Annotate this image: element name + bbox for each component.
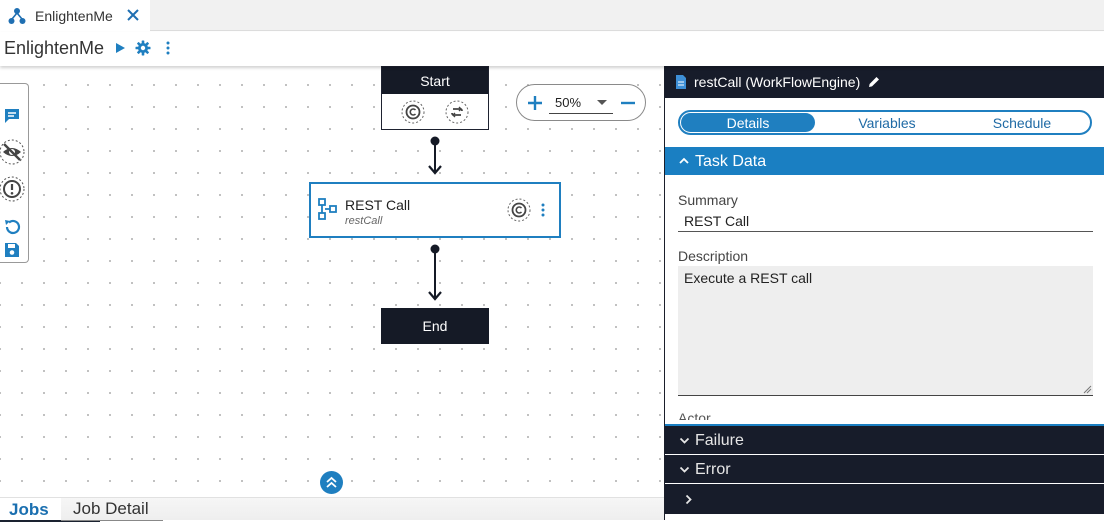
close-icon[interactable] (124, 6, 142, 24)
pencil-icon[interactable] (867, 75, 881, 89)
error-label: Error (695, 461, 731, 478)
tab-variables[interactable]: Variables (858, 114, 916, 131)
workflow-canvas[interactable]: 50% Start REST Cal (0, 66, 664, 522)
summary-input[interactable]: REST Call (678, 210, 1093, 232)
rest-call-node[interactable]: REST Call restCall (309, 182, 561, 238)
page-title: EnlightenMe (4, 38, 105, 58)
rest-call-title: REST Call (345, 197, 411, 213)
description-label: Description (678, 248, 749, 264)
tab-schedule[interactable]: Schedule (992, 114, 1052, 131)
properties-panel: restCall (WorkFlowEngine) Details Variab… (664, 66, 1104, 520)
comment-button[interactable] (0, 102, 26, 130)
chevron-up-icon (679, 157, 689, 164)
panel-title: restCall (WorkFlowEngine) (694, 74, 861, 90)
double-chevron-up-icon (326, 476, 337, 488)
chevron-down-icon (679, 466, 690, 473)
tab-details[interactable]: Details (681, 113, 815, 132)
tab-job-detail[interactable]: Job Detail (61, 498, 163, 521)
zoom-select[interactable]: 50% (549, 92, 613, 114)
alert-button[interactable] (0, 175, 26, 203)
tab-enlightenme[interactable]: EnlightenMe (0, 0, 150, 31)
connector-arrow (428, 136, 442, 175)
start-node[interactable]: Start (381, 66, 489, 130)
panel-tabs: Details Variables Schedule (678, 110, 1092, 135)
tab-jobs[interactable]: Jobs (0, 498, 100, 522)
panel-header: restCall (WorkFlowEngine) (665, 66, 1104, 98)
actor-label: Actor (678, 410, 711, 420)
alert-icon (0, 176, 25, 202)
end-node-label: End (422, 318, 448, 334)
chevron-right-icon (685, 494, 692, 505)
zoom-in-icon[interactable] (526, 94, 544, 112)
undo-icon (5, 219, 21, 235)
gear-icon[interactable] (135, 40, 151, 56)
description-text: Execute a REST call (684, 270, 813, 286)
copyright-icon[interactable] (401, 100, 425, 124)
play-icon[interactable] (112, 40, 128, 56)
rest-call-subtitle: restCall (345, 215, 383, 227)
expand-jobs-button[interactable] (320, 471, 343, 494)
eye-off-icon (0, 139, 25, 165)
save-icon (5, 243, 19, 257)
error-section[interactable]: Error (665, 455, 1104, 483)
document-icon (676, 75, 686, 89)
connector-arrow (428, 244, 442, 301)
start-node-label: Start (382, 67, 488, 94)
toolbar: EnlightenMe (0, 32, 1104, 66)
more-vert-icon[interactable] (538, 202, 548, 218)
more-section[interactable] (665, 484, 1104, 514)
chevron-down-icon (679, 437, 690, 444)
zoom-value: 50% (555, 95, 582, 110)
hierarchy-icon (8, 7, 26, 24)
tab-bar: EnlightenMe (0, 0, 1104, 31)
chevron-down-icon (597, 100, 607, 105)
visibility-toggle-button[interactable] (0, 138, 26, 166)
left-toolbar (0, 83, 29, 263)
failure-section[interactable]: Failure (665, 424, 1104, 454)
end-node[interactable]: End (381, 308, 489, 344)
transform-icon[interactable] (445, 100, 469, 124)
tab-label: EnlightenMe (35, 7, 113, 24)
more-vert-icon[interactable] (160, 40, 176, 56)
summary-label: Summary (678, 192, 738, 208)
failure-label: Failure (695, 432, 744, 449)
description-textarea[interactable]: Execute a REST call (678, 266, 1093, 396)
flow-chart-icon (318, 198, 337, 220)
resize-grip-icon[interactable] (1083, 385, 1092, 394)
save-button[interactable] (0, 236, 26, 264)
undo-button[interactable] (0, 213, 26, 241)
task-data-section[interactable]: Task Data (665, 147, 1104, 175)
task-data-label: Task Data (695, 153, 767, 170)
copyright-icon[interactable] (507, 198, 531, 222)
bottom-tab-bar: Jobs Job Detail (0, 497, 664, 522)
zoom-out-icon[interactable] (619, 94, 637, 112)
comment-icon (5, 109, 19, 123)
zoom-control: 50% (516, 84, 646, 121)
